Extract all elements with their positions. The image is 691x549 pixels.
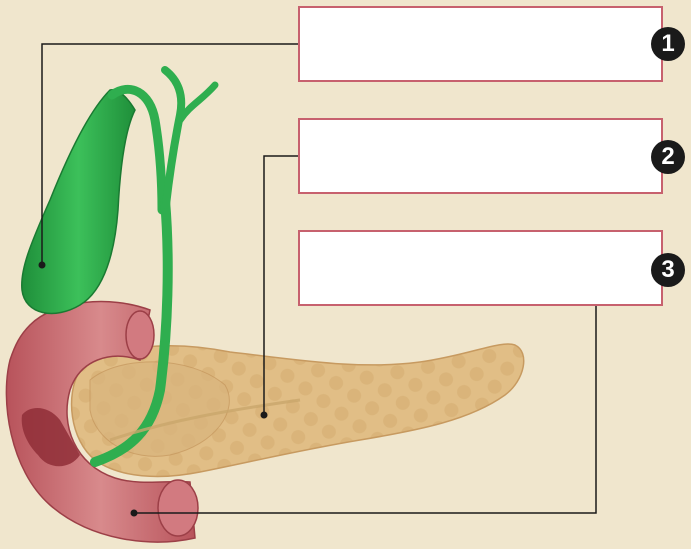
duodenum-cut-end: [158, 480, 198, 536]
pointer-dot-3: [131, 510, 138, 517]
pointer-dot-2: [261, 412, 268, 419]
label-box-1[interactable]: [298, 6, 663, 82]
number-badge-1: 1: [651, 27, 685, 61]
hepatic-duct-left: [165, 70, 181, 205]
number-badge-3: 3: [651, 253, 685, 287]
duodenum-top-opening: [126, 311, 154, 359]
label-box-2[interactable]: [298, 118, 663, 194]
label-box-3[interactable]: [298, 230, 663, 306]
gallbladder-shape: [22, 90, 135, 314]
pointer-dot-1: [39, 262, 46, 269]
number-badge-2: 2: [651, 140, 685, 174]
